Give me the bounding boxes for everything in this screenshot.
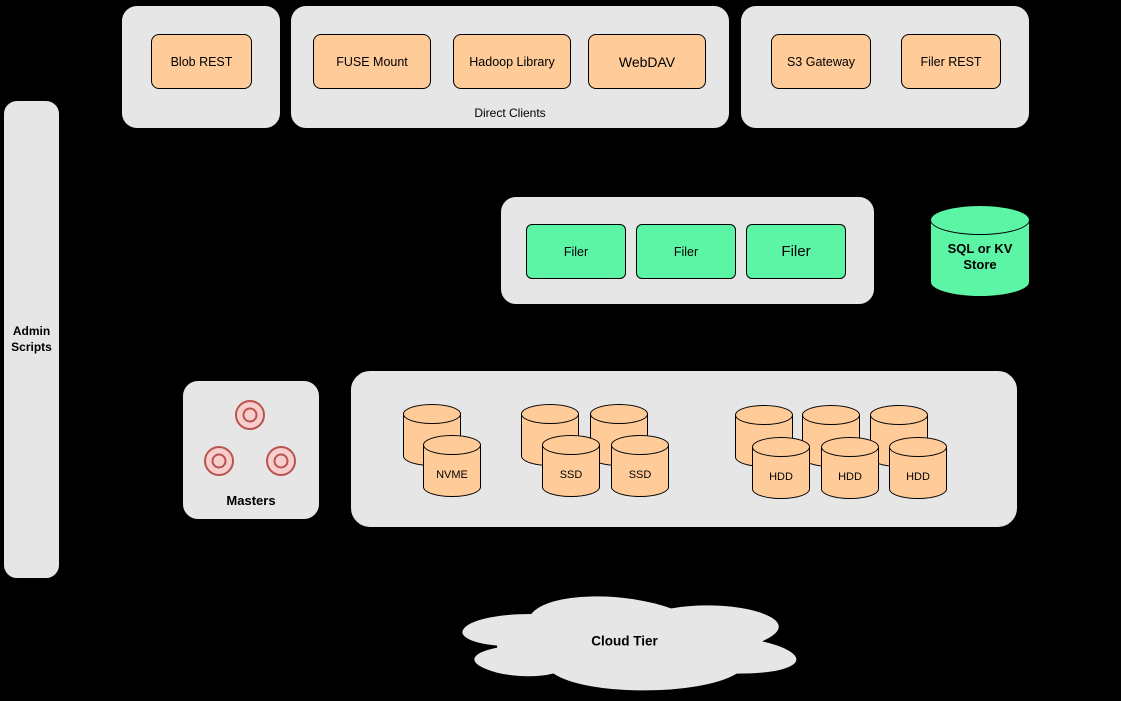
master-node-icon xyxy=(235,400,265,430)
filer-node: Filer xyxy=(636,224,736,279)
cylinder-top xyxy=(930,205,1030,235)
cylinder-top xyxy=(590,404,648,424)
ssd-label: SSD xyxy=(559,469,583,481)
nvme-cylinder: NVME xyxy=(423,435,481,497)
cylinder-top xyxy=(870,405,928,425)
hdd-cylinder: HDD xyxy=(889,437,947,499)
filer-group: Filer Filer Filer xyxy=(500,196,875,305)
s3-gateway-node: S3 Gateway xyxy=(771,34,871,89)
hdd-label: HDD xyxy=(769,471,793,483)
ssd-cylinder: SSD xyxy=(611,435,669,497)
cylinder-top xyxy=(403,404,461,424)
nvme-label: NVME xyxy=(436,469,468,481)
fuse-mount-node: FUSE Mount xyxy=(313,34,431,89)
cylinder-top xyxy=(752,437,810,457)
blob-rest-node: Blob REST xyxy=(151,34,252,89)
cloud-tier-shape: Cloud Tier xyxy=(437,585,812,697)
cylinder-top xyxy=(889,437,947,457)
cylinder-top xyxy=(423,435,481,455)
sql-kv-store-cylinder: SQL or KV Store xyxy=(930,205,1030,297)
admin-scripts-label: Admin Scripts xyxy=(11,323,52,354)
cylinder-top xyxy=(521,404,579,424)
masters-group: Masters xyxy=(182,380,320,520)
ssd-label: SSD xyxy=(628,469,652,481)
masters-label: Masters xyxy=(226,493,276,508)
cylinder-top xyxy=(802,405,860,425)
sql-kv-store-label: SQL or KV Store xyxy=(947,241,1013,273)
hdd-label: HDD xyxy=(906,471,930,483)
filer-node: Filer xyxy=(746,224,846,279)
cylinder-top xyxy=(542,435,600,455)
cylinder-top xyxy=(821,437,879,457)
direct-clients-caption: Direct Clients xyxy=(474,106,546,120)
cloud-tier-label: Cloud Tier xyxy=(591,633,658,649)
master-node-icon xyxy=(266,446,296,476)
cylinder-top xyxy=(735,405,793,425)
direct-clients-group: FUSE Mount Hadoop Library WebDAV Direct … xyxy=(290,5,730,129)
filer-node: Filer xyxy=(526,224,626,279)
webdav-node: WebDAV xyxy=(588,34,706,89)
cloud-icon xyxy=(460,594,799,693)
cylinder-top xyxy=(611,435,669,455)
hdd-cylinder: HDD xyxy=(821,437,879,499)
hdd-cylinder: HDD xyxy=(752,437,810,499)
hadoop-library-node: Hadoop Library xyxy=(453,34,571,89)
master-node-icon xyxy=(204,446,234,476)
volume-servers-group: NVME SSD SSD HDD xyxy=(350,370,1018,528)
gateway-group: S3 Gateway Filer REST xyxy=(740,5,1030,129)
admin-scripts-panel: Admin Scripts xyxy=(3,100,60,579)
filer-rest-node: Filer REST xyxy=(901,34,1001,89)
cylinder-body xyxy=(611,445,669,497)
ssd-cylinder: SSD xyxy=(542,435,600,497)
blob-client-group: Blob REST xyxy=(121,5,281,129)
hdd-label: HDD xyxy=(838,471,862,483)
